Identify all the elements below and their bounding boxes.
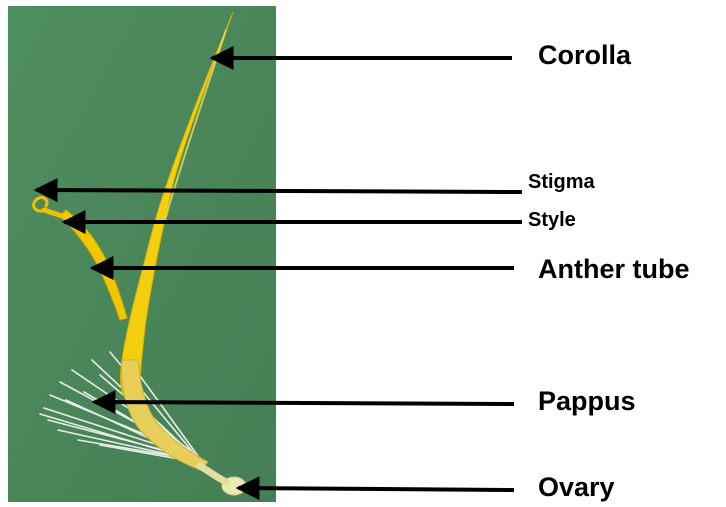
label-ovary: Ovary	[538, 474, 615, 501]
label-stigma: Stigma	[528, 172, 595, 192]
arrow-pappus	[94, 402, 514, 404]
label-pappus: Pappus	[538, 388, 636, 415]
label-style: Style	[528, 210, 576, 230]
label-corolla: Corolla	[538, 42, 631, 69]
arrow-stigma	[36, 190, 522, 192]
arrow-ovary	[238, 488, 514, 490]
label-anther-tube: Anther tube	[538, 256, 690, 283]
